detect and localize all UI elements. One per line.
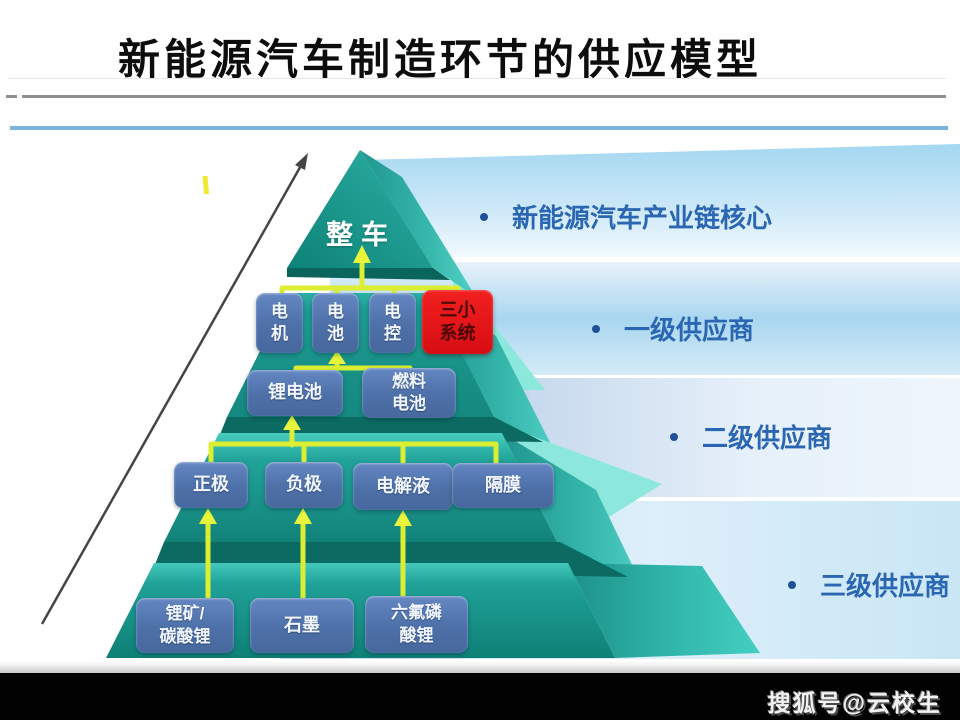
title-rule-gray-dash (6, 95, 17, 98)
annotation-core-label: 新能源汽车产业链核心 (512, 203, 773, 233)
annotation-tier1-label: 一级供应商 (624, 315, 755, 345)
box-cathode: 正极 (174, 462, 248, 508)
yellow-tick-mark (202, 175, 209, 195)
annotation-core: 新能源汽车产业链核心 (480, 198, 772, 235)
box-electrolyte: 电解液 (353, 463, 453, 510)
footer-bar (0, 673, 960, 720)
bullet-icon (670, 432, 678, 441)
slide-title: 新能源汽车制造环节的供应模型 (118, 35, 763, 84)
title-rule-faint (8, 78, 946, 79)
tierC-side-face (568, 563, 760, 658)
growth-arrow (40, 153, 308, 625)
peak-label: 整车 (326, 220, 396, 250)
annotation-tier3-supplier: 三级供应商 (788, 566, 950, 603)
title-rule-gray (22, 95, 946, 98)
box-lithium-hexafluorophosphate: 六氟磷 酸锂 (365, 596, 468, 653)
box-fuel-cell: 燃料 电池 (362, 368, 456, 418)
box-anode: 负极 (265, 462, 343, 508)
bullet-icon (592, 324, 600, 333)
watermark-text: 搜狐号@云校生 (767, 690, 942, 716)
annotation-tier3-label: 三级供应商 (820, 571, 951, 601)
annotation-tier2-label: 二级供应商 (702, 423, 833, 453)
peak-base-shadow (287, 268, 450, 280)
box-electric-control: 电 控 (369, 293, 416, 353)
box-battery: 电 池 (312, 293, 359, 353)
box-three-small-systems: 三小 系统 (422, 290, 493, 354)
box-lithium-ore: 锂矿/ 碳酸锂 (136, 598, 234, 653)
bullet-icon (480, 212, 488, 221)
annotation-tier2-supplier: 二级供应商 (670, 418, 832, 455)
connector-arrowheads (199, 245, 412, 526)
peak-front-face (287, 150, 433, 268)
peak-side-face (360, 150, 476, 297)
slide-bottom-edge-shadow (0, 661, 960, 673)
box-graphite: 石墨 (250, 598, 354, 653)
box-motor: 电 机 (256, 293, 303, 353)
box-lithium-battery: 锂电池 (247, 370, 343, 416)
annotation-tier1-supplier: 一级供应商 (592, 310, 754, 347)
bullet-icon (788, 580, 796, 589)
band-core (330, 144, 960, 257)
box-separator: 隔膜 (452, 463, 554, 508)
title-rule-blue (10, 126, 948, 130)
